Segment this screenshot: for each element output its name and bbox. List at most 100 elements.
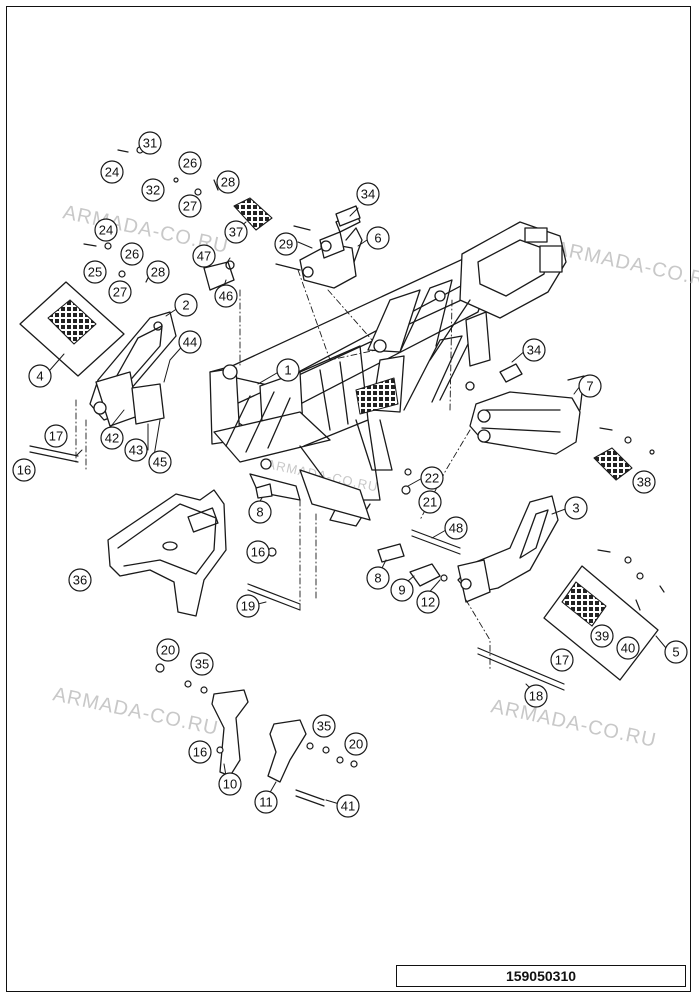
callout-3: 3 bbox=[564, 496, 588, 520]
callout-layer: 1234567910111218192122252931323637383940… bbox=[12, 131, 688, 818]
callout-circle bbox=[366, 226, 390, 250]
callout-number: 48 bbox=[449, 521, 463, 536]
watermark-text: ARMADA-CO.RU bbox=[489, 695, 659, 752]
callout-circle bbox=[68, 568, 92, 592]
callout-47: 47 bbox=[192, 244, 216, 268]
callout-number: 35 bbox=[195, 657, 209, 672]
callout-24: 24 bbox=[94, 218, 118, 242]
callout-circle bbox=[214, 284, 238, 308]
callout-7: 7 bbox=[578, 374, 602, 398]
callout-number: 3 bbox=[572, 501, 579, 516]
callout-circle bbox=[444, 516, 468, 540]
callout-number: 22 bbox=[425, 471, 439, 486]
callout-circle bbox=[390, 578, 414, 602]
callout-number: 27 bbox=[113, 285, 127, 300]
callout-16: 16 bbox=[246, 540, 270, 564]
callout-number: 2 bbox=[182, 298, 189, 313]
engine-hanger-left bbox=[211, 689, 249, 777]
callout-circle bbox=[94, 218, 118, 242]
callout-circle bbox=[254, 790, 278, 814]
main-frame bbox=[209, 221, 567, 527]
callout-number: 29 bbox=[279, 237, 293, 252]
callout-circle bbox=[248, 500, 272, 524]
callout-number: 39 bbox=[595, 629, 609, 644]
callout-circle bbox=[274, 232, 298, 256]
callout-number: 10 bbox=[223, 777, 237, 792]
document-id: 159050310 bbox=[396, 965, 686, 987]
engine-hanger-right bbox=[267, 719, 307, 783]
callout-27: 27 bbox=[108, 280, 132, 304]
callout-10: 10 bbox=[218, 772, 242, 796]
callout-number: 38 bbox=[637, 475, 651, 490]
right-footrest-bracket bbox=[457, 495, 559, 603]
callout-circle bbox=[100, 426, 124, 450]
callout-42: 42 bbox=[100, 426, 124, 450]
callout-number: 42 bbox=[105, 431, 119, 446]
bracket-plate bbox=[131, 383, 165, 425]
callout-number: 27 bbox=[183, 199, 197, 214]
callout-number: 46 bbox=[219, 289, 233, 304]
callout-9: 9 bbox=[390, 578, 414, 602]
callout-number: 9 bbox=[398, 583, 405, 598]
callout-number: 16 bbox=[251, 545, 265, 560]
bracket-8-lower bbox=[377, 543, 405, 563]
callout-16: 16 bbox=[12, 458, 36, 482]
small-bracket bbox=[203, 261, 235, 291]
footpeg-38 bbox=[593, 447, 633, 481]
callout-number: 21 bbox=[423, 495, 437, 510]
callout-circle bbox=[564, 496, 588, 520]
callout-2: 2 bbox=[174, 293, 198, 317]
callout-6: 6 bbox=[366, 226, 390, 250]
skid-plate bbox=[107, 489, 227, 617]
watermark-text: ARMADA-CO.RU bbox=[553, 237, 699, 294]
callout-18: 18 bbox=[524, 684, 548, 708]
callout-circle bbox=[356, 182, 380, 206]
callout-circle bbox=[578, 374, 602, 398]
callout-number: 26 bbox=[125, 247, 139, 262]
left-footrest-bracket bbox=[89, 311, 177, 427]
callout-number: 17 bbox=[555, 653, 569, 668]
watermark-text: ARMADA-CO.RU bbox=[51, 683, 221, 740]
callout-circle bbox=[190, 652, 214, 676]
callout-number: 20 bbox=[161, 643, 175, 658]
callout-circle bbox=[246, 540, 270, 564]
callout-circle bbox=[124, 438, 148, 462]
callout-number: 18 bbox=[529, 689, 543, 704]
callout-20: 20 bbox=[156, 638, 180, 662]
callout-44: 44 bbox=[178, 330, 202, 354]
footpeg-kit-left bbox=[19, 281, 125, 377]
callout-number: 36 bbox=[73, 573, 87, 588]
callout-circle bbox=[416, 590, 440, 614]
bracket-8-upper bbox=[255, 483, 273, 499]
callout-circle bbox=[418, 490, 442, 514]
callout-26: 26 bbox=[120, 242, 144, 266]
callout-24: 24 bbox=[100, 160, 124, 184]
callout-circle bbox=[312, 714, 336, 738]
drawing-frame bbox=[6, 6, 691, 992]
callout-circle bbox=[188, 740, 212, 764]
callout-circle bbox=[100, 160, 124, 184]
callout-circle bbox=[44, 424, 68, 448]
callout-number: 5 bbox=[672, 645, 679, 660]
callout-circle bbox=[236, 594, 260, 618]
callout-39: 39 bbox=[590, 624, 614, 648]
callout-22: 22 bbox=[420, 466, 444, 490]
callout-number: 32 bbox=[146, 183, 160, 198]
callout-circle bbox=[420, 466, 444, 490]
callout-circle bbox=[156, 638, 180, 662]
bracket-9 bbox=[409, 563, 441, 587]
callout-4: 4 bbox=[28, 364, 52, 388]
callout-32: 32 bbox=[141, 178, 165, 202]
callout-number: 43 bbox=[129, 443, 143, 458]
callout-circle bbox=[336, 794, 360, 818]
plate-34-top bbox=[335, 205, 361, 227]
callout-12: 12 bbox=[416, 590, 440, 614]
callout-circle bbox=[192, 244, 216, 268]
callout-circle bbox=[12, 458, 36, 482]
callout-46: 46 bbox=[214, 284, 238, 308]
callout-21: 21 bbox=[418, 490, 442, 514]
callout-number: 24 bbox=[99, 223, 113, 238]
callout-number: 40 bbox=[621, 641, 635, 656]
